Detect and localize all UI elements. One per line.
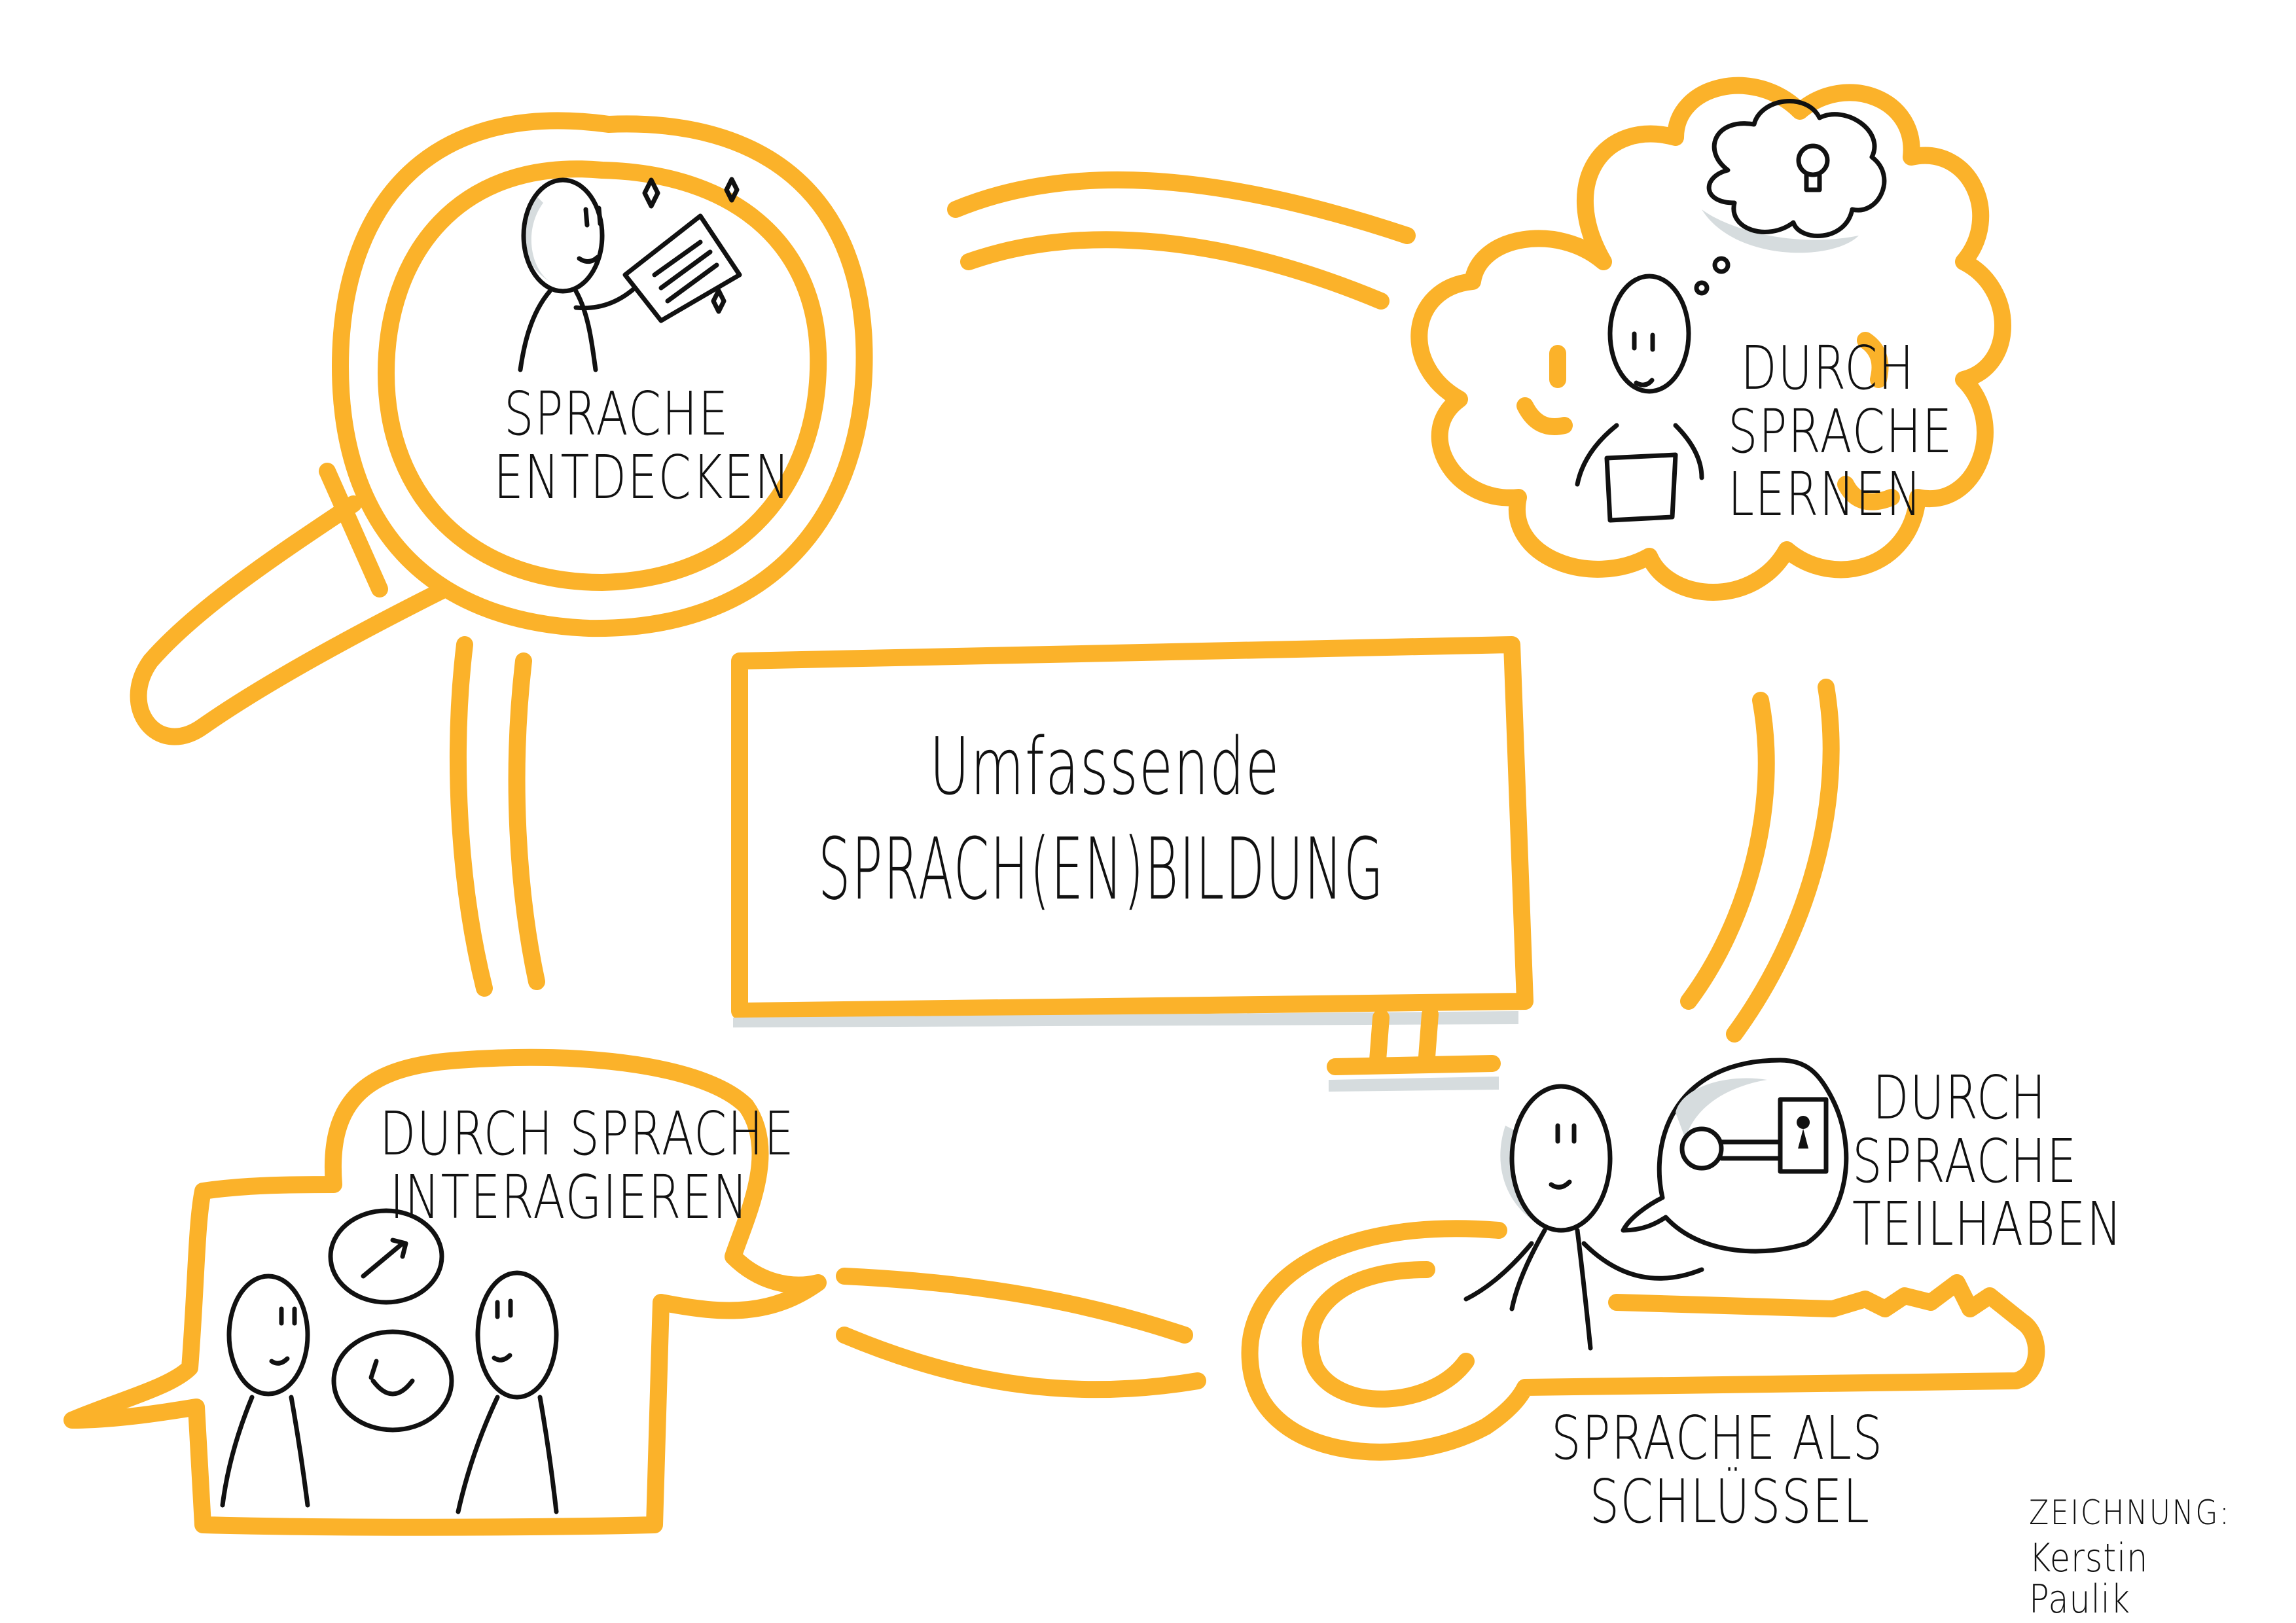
- label-line: SCHLÜSSEL: [1589, 1466, 1871, 1537]
- person-reading-document-icon: [518, 177, 742, 372]
- person-with-key-icon: [1463, 1084, 1704, 1351]
- label-line: SPRACHE: [504, 379, 729, 449]
- label-durch-sprache-teilhaben: DURCH SPRACHE TEILHABEN: [1852, 1063, 2123, 1260]
- lightbulb-thought-icon: [1694, 99, 1887, 296]
- label-sprache-als-schluessel: SPRACHE ALS SCHLÜSSEL: [1551, 1403, 1884, 1537]
- center-title-line1: Umfassende: [929, 722, 1280, 813]
- label-line: LERNEN: [1728, 459, 1923, 530]
- label-line: DURCH: [1873, 1063, 2047, 1133]
- credit-author: Kerstin Paulik: [2029, 1535, 2149, 1622]
- monitor-frame: [731, 636, 1534, 1092]
- keyhole-lock-icon: [1621, 1058, 1849, 1254]
- connector-arcs: [450, 171, 1840, 1399]
- label-line: SPRACHE ALS: [1551, 1403, 1884, 1473]
- center-title-line2: SPRACH(EN)BILDUNG: [818, 819, 1385, 919]
- label-sprache-entdecken: SPRACHE ENTDECKEN: [493, 379, 791, 509]
- person-holding-paper-icon: [1575, 274, 1704, 523]
- label-line: SPRACHE: [1728, 396, 1953, 467]
- label-line: ENTDECKEN: [493, 442, 791, 512]
- label-line: SPRACHE: [1852, 1126, 2077, 1196]
- label-durch-sprache-interagieren: DURCH SPRACHE INTERAGIEREN: [380, 1099, 795, 1232]
- people-interacting-icon: [220, 1208, 559, 1514]
- label-durch-sprache-lernen: DURCH SPRACHE LERNEN: [1728, 333, 1953, 530]
- label-line: DURCH SPRACHE: [380, 1099, 795, 1169]
- key-icon: [1241, 1220, 2045, 1461]
- magnifying-glass-icon: [130, 112, 873, 745]
- label-line: DURCH: [1740, 333, 1915, 403]
- label-line: INTERAGIEREN: [389, 1162, 749, 1232]
- thought-cloud-icon: [1410, 77, 2011, 601]
- label-line: TEILHABEN: [1852, 1189, 2123, 1260]
- credit-label: ZEICHNUNG:: [2029, 1493, 2231, 1533]
- speech-bubble-icon: [63, 1048, 827, 1536]
